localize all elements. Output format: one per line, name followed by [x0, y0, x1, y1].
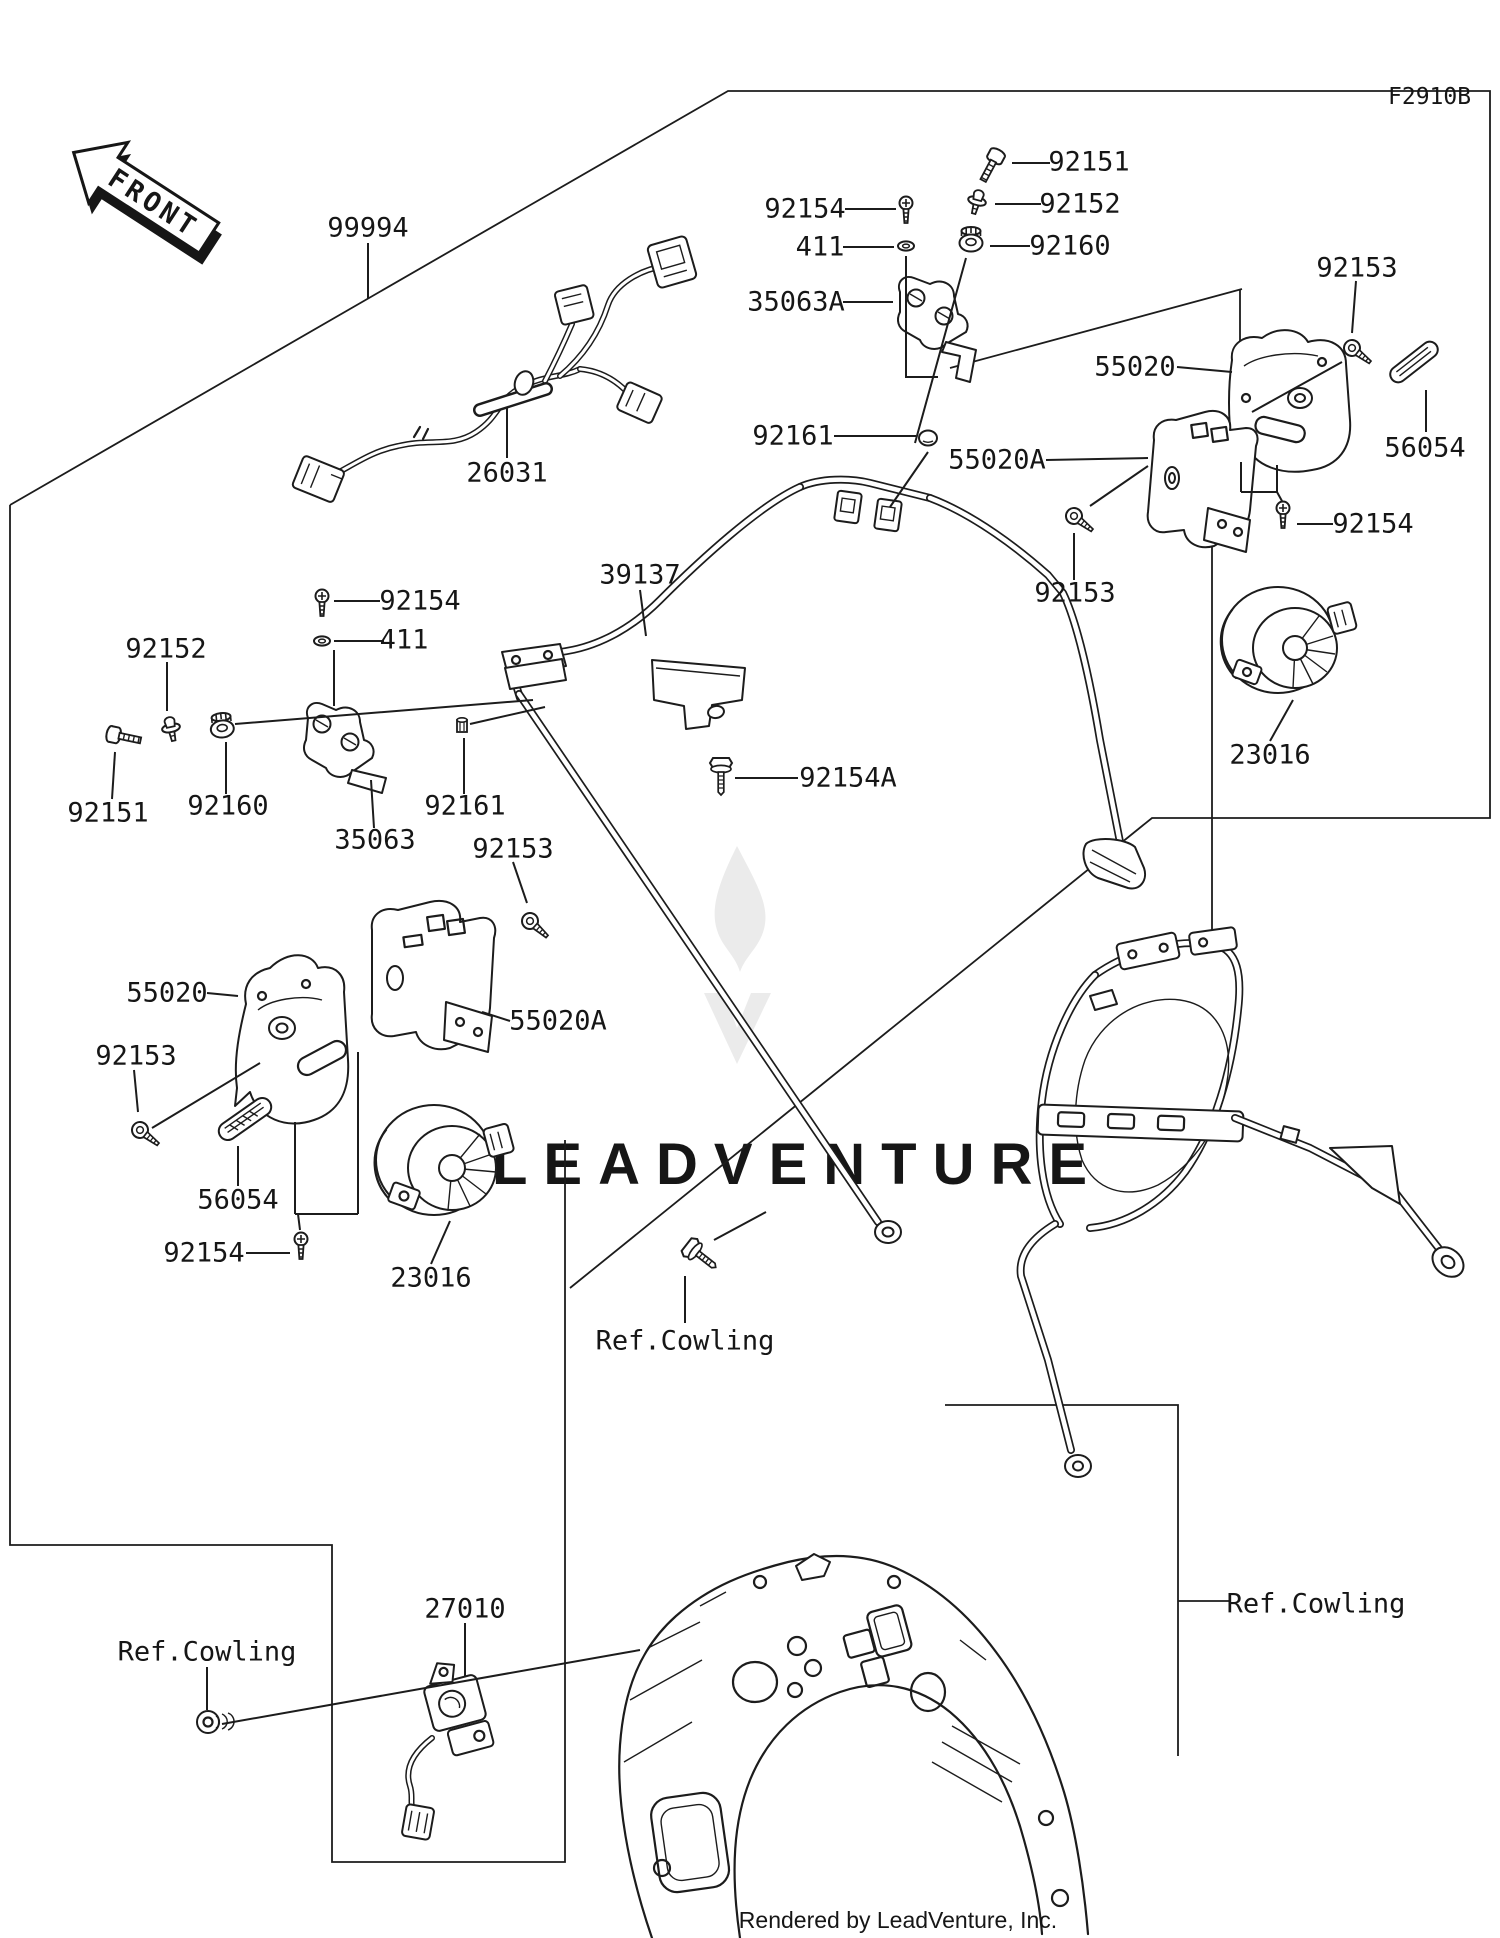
ref-cowling-label-middle[interactable]: Ref.Cowling — [596, 1326, 775, 1357]
washer-411-left-icon — [313, 635, 331, 647]
screw-92154-top-icon — [898, 195, 914, 224]
watermark-text: LEADVENTURE — [492, 1132, 1103, 1197]
front-direction-arrow: FRONT — [71, 140, 222, 265]
leadventure-watermark: LEADVENTURE — [492, 846, 1103, 1197]
part-label-92154-right[interactable]: 92154 — [1332, 509, 1413, 540]
watermark-v-icon — [704, 993, 771, 1064]
screw-92152-left-icon — [158, 714, 184, 744]
part-label-92153-leftcluster[interactable]: 92153 — [472, 834, 553, 865]
frame-39137-drawing — [501, 475, 1146, 1244]
part-label-92151-top[interactable]: 92151 — [1048, 147, 1129, 178]
part-label-35063[interactable]: 35063 — [334, 825, 415, 856]
bolt-92154a-icon — [709, 757, 733, 796]
cowling-stay-frame-drawing — [1016, 926, 1465, 1478]
meter-23016-right-drawing — [1219, 586, 1358, 694]
cover-55020a-left-drawing — [370, 900, 497, 1053]
switch-27010-drawing — [401, 1662, 495, 1841]
part-label-92154-left[interactable]: 92154 — [379, 586, 460, 617]
screw-92152-top-icon — [963, 187, 990, 217]
leader-lines — [111, 162, 1427, 1725]
part-label-39137[interactable]: 39137 — [599, 560, 680, 591]
screw-92153-leftcluster-icon — [517, 908, 554, 944]
part-label-92152-left[interactable]: 92152 — [125, 634, 206, 665]
part-label-411-left[interactable]: 411 — [380, 625, 429, 656]
bolt-ref-cowling-icon — [678, 1234, 724, 1278]
meter-23016-left-drawing — [373, 1104, 515, 1216]
part-label-92154a[interactable]: 92154A — [799, 763, 897, 794]
part-label-55020-right[interactable]: 55020 — [1094, 352, 1175, 383]
collar-92161-left-icon — [456, 716, 468, 733]
part-label-92161-left[interactable]: 92161 — [424, 791, 505, 822]
ref-cowling-grommet-icon — [196, 1710, 235, 1734]
bracket-35063a-drawing — [897, 276, 977, 383]
part-label-23016-left[interactable]: 23016 — [390, 1263, 471, 1294]
render-credit: Rendered by LeadVenture, Inc. — [739, 1907, 1057, 1933]
part-label-92161-top[interactable]: 92161 — [752, 421, 833, 452]
damper-92161-top-icon — [918, 429, 938, 447]
part-label-23016-right[interactable]: 23016 — [1229, 740, 1310, 771]
screw-92154-leftbottom-icon — [293, 1231, 309, 1260]
part-label-92151-left[interactable]: 92151 — [67, 798, 148, 829]
grommet-92160-left-icon — [208, 710, 236, 740]
diagram-code: F2910B — [1388, 84, 1471, 110]
screw-92154-lefttop-icon — [314, 588, 330, 617]
part-label-92153-right[interactable]: 92153 — [1034, 578, 1115, 609]
part-label-56054-left[interactable]: 56054 — [197, 1185, 278, 1216]
cowling-reference-drawing — [618, 1553, 1090, 1938]
screw-92154-right-icon — [1275, 500, 1291, 529]
harness-26031-drawing — [291, 235, 698, 503]
part-label-92154-leftbottom[interactable]: 92154 — [163, 1238, 244, 1269]
part-label-411-top[interactable]: 411 — [796, 232, 845, 263]
strip-56054-right-drawing — [1389, 340, 1439, 384]
part-label-92154-top[interactable]: 92154 — [764, 194, 845, 225]
part-label-92153-topright[interactable]: 92153 — [1316, 253, 1397, 284]
part-label-92160-top[interactable]: 92160 — [1029, 231, 1110, 262]
part-label-92153-leftlower[interactable]: 92153 — [95, 1041, 176, 1072]
part-label-56054-right[interactable]: 56054 — [1384, 433, 1465, 464]
strip-56054-left-drawing — [217, 1096, 273, 1142]
watermark-flame-icon — [714, 846, 766, 972]
part-label-35063a[interactable]: 35063A — [747, 287, 845, 318]
part-label-92160-left[interactable]: 92160 — [187, 791, 268, 822]
ref-cowling-label-left[interactable]: Ref.Cowling — [118, 1637, 297, 1668]
grommet-92160-top-icon — [958, 226, 984, 253]
bolt-92151-left-icon — [104, 724, 144, 750]
part-label-99994[interactable]: 99994 — [327, 213, 408, 244]
screw-92153-right-icon — [1061, 503, 1099, 538]
bolt-92151-top-icon — [975, 145, 1008, 186]
part-label-26031[interactable]: 26031 — [466, 458, 547, 489]
part-label-27010[interactable]: 27010 — [424, 1594, 505, 1625]
part-label-92152-top[interactable]: 92152 — [1039, 189, 1120, 220]
bracket-35063-drawing — [303, 702, 387, 794]
ref-cowling-label-right[interactable]: Ref.Cowling — [1227, 1589, 1406, 1620]
part-label-55020a-right[interactable]: 55020A — [948, 445, 1046, 476]
part-label-55020a-left[interactable]: 55020A — [509, 1006, 607, 1037]
meter-cover-55020-left-drawing — [234, 954, 350, 1125]
washer-411-top-icon — [897, 240, 915, 252]
meter-cover-55020-right-drawing — [1228, 329, 1352, 473]
part-label-55020-left[interactable]: 55020 — [126, 978, 207, 1009]
cover-55020a-right-drawing — [1146, 410, 1259, 553]
